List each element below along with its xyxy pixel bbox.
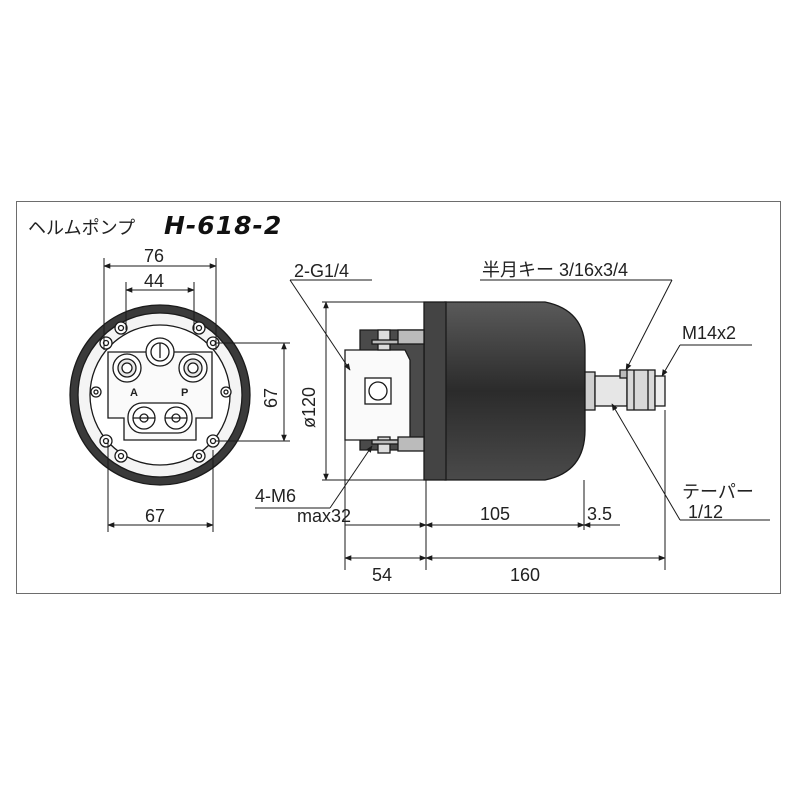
shaft-tip (654, 375, 666, 407)
mount-flange (423, 301, 447, 481)
shaft (594, 375, 628, 407)
port-p-label: P (181, 387, 189, 399)
dim-160: 160 (510, 565, 541, 585)
ports-label: 2-G1/4 (294, 261, 350, 281)
dim-54: 54 (372, 565, 393, 585)
dim-105: 105 (480, 504, 511, 524)
dim-diameter: ø120 (299, 386, 319, 428)
nut (626, 369, 656, 411)
dim-width-44: 44 (144, 271, 165, 291)
model-number: H-618-2 (164, 211, 283, 240)
taper-label: テーパー (682, 482, 754, 502)
dim-3-5: 3.5 (587, 504, 613, 524)
side-dimensions (255, 279, 770, 570)
dim-width-76: 76 (144, 246, 165, 266)
dim-bottom-67: 67 (145, 506, 166, 526)
thread-label: M14x2 (682, 323, 737, 343)
shaft-collar (584, 371, 596, 411)
key-label: 半月キー 3/16x3/4 (482, 260, 629, 280)
mount-screws-label: 4-M6 (255, 486, 297, 506)
port-a-label: A (130, 387, 138, 399)
front-dimensions (103, 258, 290, 532)
side-view (344, 301, 666, 481)
dim-max32: max32 (297, 506, 352, 526)
dim-height-67: 67 (261, 387, 281, 408)
front-view (69, 304, 251, 486)
product-title: ヘルムポンプ (28, 218, 136, 239)
front-mount-holes (90, 321, 232, 463)
pump-body (444, 301, 586, 481)
taper-ratio: 1/12 (688, 502, 724, 522)
